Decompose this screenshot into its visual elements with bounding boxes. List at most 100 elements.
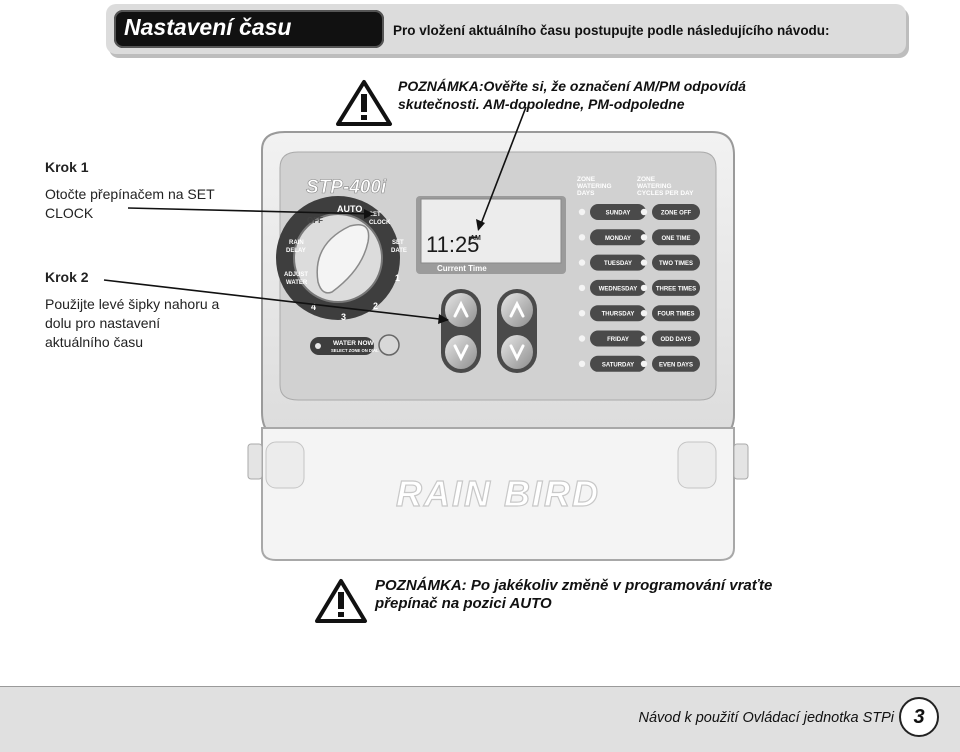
left-down-arrow-icon	[453, 344, 469, 362]
dial-clock-label: CLOCK	[369, 220, 391, 226]
cycle-button	[652, 254, 700, 271]
day-led	[578, 360, 586, 367]
cycle-row[interactable]: FOUR TIMES	[640, 305, 700, 322]
cycle-led	[640, 310, 648, 317]
day-row[interactable]: THURSDAY	[578, 305, 646, 322]
cycle-row[interactable]: TWO TIMES	[640, 254, 700, 271]
cycle-row[interactable]: EVEN DAYS	[640, 355, 700, 372]
day-row[interactable]: SATURDAY	[578, 355, 646, 372]
day-button	[590, 330, 646, 347]
warning-icon-2	[315, 579, 367, 623]
cycle-led	[640, 335, 648, 342]
step-2-heading: Krok 2	[45, 269, 89, 285]
water-now-button[interactable]	[378, 334, 400, 356]
cycle-label: ODD DAYS	[660, 337, 691, 343]
step-1-text: Otočte přepínačem na SET CLOCK	[45, 186, 215, 221]
footer-text: Návod k použití Ovládací jednotka STPi	[638, 710, 895, 726]
dial-num-3: 3	[341, 312, 346, 322]
cycle-button	[652, 204, 700, 220]
days-header-3: DAYS	[577, 190, 595, 197]
cycle-led	[640, 259, 648, 266]
header-subtitle: Pro vložení aktuálního času postupujte p…	[393, 23, 830, 38]
pointer-arrowhead-ampm	[476, 219, 485, 231]
dial-num-4: 4	[311, 302, 316, 312]
days-header-2: WATERING	[577, 183, 612, 190]
dial-date-label: DATE	[391, 248, 407, 254]
cycle-row[interactable]: ODD DAYS	[640, 330, 700, 347]
step-1: Krok 1 Otočte přepínačem na SET CLOCK	[45, 158, 225, 223]
dial-off-label: OFF	[307, 216, 323, 225]
left-down-button[interactable]	[445, 335, 477, 369]
dial-set-date-label: SET	[392, 240, 404, 246]
cycle-row[interactable]: ONE TIME	[640, 229, 700, 246]
step-2: Krok 2 Použijte levé šipky nahoru a dolu…	[45, 268, 225, 352]
day-row[interactable]: WEDNESDAY	[578, 279, 646, 296]
day-button	[590, 279, 646, 296]
day-led	[578, 310, 586, 317]
water-now-sub: SELECT ZONE ON DIAL	[331, 348, 379, 353]
pointer-arrowhead-step2	[438, 314, 449, 324]
day-label: FRIDAY	[607, 337, 629, 343]
day-row[interactable]: SUNDAY	[578, 204, 646, 220]
footer-bar	[0, 686, 960, 752]
day-label: THURSDAY	[602, 312, 635, 318]
right-down-button[interactable]	[501, 335, 533, 369]
day-button	[590, 204, 646, 220]
water-now-label: WATER NOW	[333, 340, 375, 347]
right-up-arrow-icon	[509, 300, 525, 318]
pointer-line-step2	[103, 279, 449, 321]
cycle-button	[652, 229, 700, 246]
day-row[interactable]: TUESDAY	[578, 254, 646, 271]
cycle-button	[652, 330, 700, 347]
right-down-arrow-icon	[509, 344, 525, 362]
step-1-heading: Krok 1	[45, 159, 89, 175]
dial-delay-label: DELAY	[286, 248, 306, 254]
dial-pointer	[316, 224, 370, 294]
day-led	[578, 259, 586, 266]
dial-auto-label: AUTO	[337, 204, 362, 214]
title-pill	[114, 10, 384, 48]
lcd-screen	[420, 198, 562, 264]
day-led	[578, 208, 586, 216]
cycle-led	[640, 234, 648, 241]
left-up-button[interactable]	[445, 293, 477, 327]
right-up-button[interactable]	[501, 293, 533, 327]
latch-right	[677, 441, 717, 489]
day-button	[590, 254, 646, 271]
page-title: Nastavení času	[124, 14, 292, 40]
step-2-text: Použijte levé šipky nahoru a dolu pro na…	[45, 296, 220, 350]
lcd-time: 11:25	[426, 232, 479, 257]
water-now-pill	[310, 337, 374, 355]
dial-num-2: 2	[373, 301, 378, 311]
cycle-led	[640, 360, 648, 367]
day-button	[590, 305, 646, 322]
day-led	[578, 234, 586, 241]
cycle-row[interactable]: THREE TIMES	[640, 279, 700, 296]
day-led	[578, 284, 586, 292]
note-ampm: POZNÁMKA:Ověřte si, že označení AM/PM od…	[398, 78, 746, 112]
cycle-button	[652, 279, 700, 296]
dial-num-1: 1	[395, 273, 400, 283]
cycle-button	[652, 355, 700, 372]
day-button	[590, 229, 646, 246]
pointer-line-step1	[127, 207, 375, 215]
day-row[interactable]: MONDAY	[578, 229, 646, 246]
cycle-label: FOUR TIMES	[658, 312, 695, 318]
model-label: STP-400i	[306, 177, 387, 198]
cycle-row[interactable]: ZONE OFF	[640, 204, 700, 220]
day-label: TUESDAY	[604, 261, 632, 267]
cycle-buttons: ZONE OFF ONE TIME TWO TIMES THREE TIMES FOUR…	[640, 204, 700, 372]
day-label: SUNDAY	[606, 211, 631, 217]
pointer-arrowhead-step1	[364, 209, 374, 219]
page-number: 3	[899, 697, 939, 737]
cycle-label: ZONE OFF	[661, 211, 692, 217]
cycle-led	[640, 208, 648, 216]
day-led	[578, 335, 586, 342]
brand-logo: RAIN BIRD	[396, 473, 600, 514]
hinge-left	[247, 443, 263, 480]
pointer-line-ampm	[478, 106, 527, 230]
dial-rain-label: RAIN	[289, 240, 304, 246]
day-row[interactable]: FRIDAY	[578, 330, 646, 347]
cycle-label: EVEN DAYS	[659, 362, 693, 368]
